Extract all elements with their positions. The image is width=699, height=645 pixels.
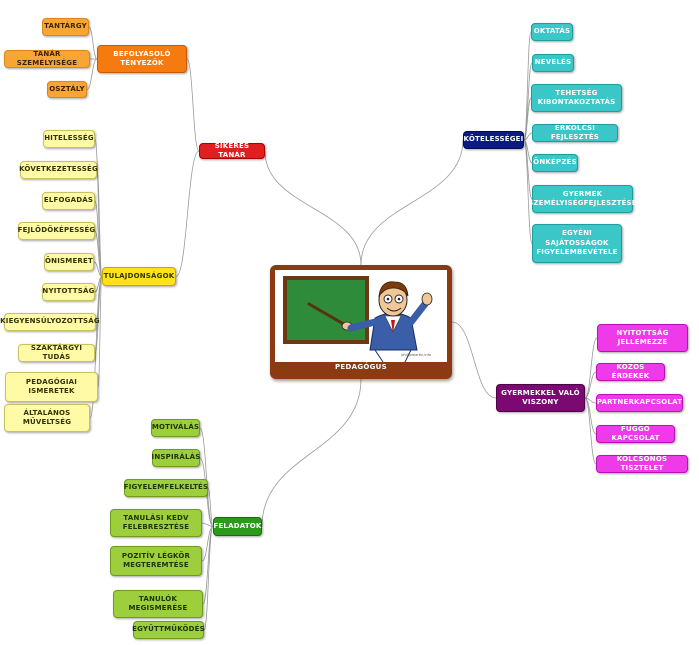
connector-line (584, 371, 597, 399)
item-tehetseg-kibontakoztatas[interactable]: TEHETSÉG KIBONTAKOZTATÁS (531, 84, 622, 112)
illustration-credit: phillipmartin.info (401, 353, 431, 357)
connector-line (207, 487, 214, 527)
connector-line (88, 26, 98, 60)
item-kozos-erdekek[interactable]: KÖZÖS ÉRDEKEK (596, 363, 665, 381)
connector-line (201, 522, 214, 527)
item-fejlodokepesseg[interactable]: FEJLŐDŐKÉPESSÉG (18, 222, 95, 240)
teacher-illustration: phillipmartin.info (275, 270, 447, 362)
connector-line (523, 97, 532, 141)
branch-befolyasolo-tenyezok[interactable]: BEFOLYÁSOLÓ TÉNYEZŐK (97, 45, 187, 73)
item-tanulasi-kedv[interactable]: TANULÁSI KEDV FELEBRESZTÉSE (110, 509, 202, 537)
item-kovetkezetesseg[interactable]: KÖVETKEZETESSÉG (19, 161, 98, 179)
connector-line (175, 150, 200, 277)
connector-line (523, 132, 533, 141)
item-kolcsonos-tisztelet[interactable]: KÖLCSÖNÖS TISZTELET (596, 455, 688, 473)
central-node-label: PEDAGÓGUS (334, 363, 387, 371)
connector-line (89, 276, 103, 419)
item-hitelesseg[interactable]: HITELESSÉG (43, 130, 95, 148)
connector-line (96, 169, 103, 277)
item-pedagogiai-ismeretek[interactable]: PEDAGÓGIAI ISMERETEK (5, 372, 98, 402)
item-egyuttmukodes[interactable]: EGYÜTTMŰKÖDÉS (132, 621, 205, 639)
item-szaktargyi-tudas[interactable]: SZAKTÁRGYI TUDÁS (18, 344, 95, 362)
item-nyitottsag-jellemezze[interactable]: NYITOTTSÁG JELLEMEZZE (597, 324, 688, 352)
item-osztaly[interactable]: OSZTÁLY (47, 81, 87, 98)
central-node-pedagogus[interactable]: phillipmartin.info PEDAGÓGUS (270, 265, 452, 379)
connector-line (523, 31, 532, 141)
connector-line (203, 526, 214, 631)
item-gyermek-szemelyisegfejlesztese[interactable]: GYERMEK SZEMÉLYISÉGFEJLESZTÉSE (528, 185, 637, 213)
item-elfogadas[interactable]: ELFOGADÁS (42, 192, 95, 210)
item-pozitiv-legkor[interactable]: POZITÍV LÉGKÖR MEGTEREMTÉSE (110, 546, 202, 576)
branch-feladatok[interactable]: FELADATOK (213, 517, 262, 536)
item-kiegyensulyozottsag[interactable]: KIEGYENSÚLYOZOTTSÁG (0, 313, 100, 331)
connector-line (523, 139, 533, 164)
connector-line (584, 397, 597, 465)
connector-line (451, 321, 497, 399)
branch-gyermekkel-valo-viszony[interactable]: GYERMEKKEL VALÓ VISZONY (496, 384, 585, 412)
item-tanulok-megismerese[interactable]: TANULÓK MEGISMERÉSE (113, 590, 203, 618)
item-tantargy[interactable]: TANTÁRGY (42, 18, 89, 36)
connector-line (186, 58, 200, 152)
item-onismeret[interactable]: ÖNISMERET (44, 253, 94, 271)
connector-line (584, 337, 598, 399)
connector-line (93, 261, 103, 277)
connector-line (94, 230, 103, 277)
branch-kotelessegei[interactable]: KÖTELESSÉGEI (463, 131, 524, 149)
connector-line (264, 150, 362, 266)
item-erkolcsi-fejlesztes[interactable]: ERKÖLCSI FEJLESZTÉS (532, 124, 618, 142)
item-fuggo-kapcsolat[interactable]: FÜGGŐ KAPCSOLAT (596, 425, 675, 443)
item-onkepzes[interactable]: ÖNKÉPZÉS (532, 154, 578, 172)
connector-line (97, 276, 103, 388)
item-motivalas[interactable]: MOTIVÁLÁS (151, 419, 200, 437)
branch-sikeres-tanar[interactable]: SIKERES TANÁR (199, 142, 265, 159)
connector-line (523, 139, 533, 244)
branch-tulajdonsagok[interactable]: TULAJDONSÁGOK (102, 267, 176, 286)
item-egyeni-sajatossagok[interactable]: EGYÉNI SAJÁTOSSÁGOK FIGYELEMBEVÉTELE (532, 224, 622, 263)
item-figyelemfelkeltes[interactable]: FIGYELEMFELKELTÉS (124, 479, 208, 497)
item-partnerkapcsolat[interactable]: PARTNERKAPCSOLAT (596, 394, 683, 412)
connector-line (360, 139, 464, 266)
connector-line (86, 58, 98, 90)
item-altalanos-muveltseg[interactable]: ÁLTALÁNOS MŰVELTSÉG (4, 404, 90, 432)
connector-line (523, 139, 533, 200)
item-tanar-szemelyisege[interactable]: TANÁR SZEMÉLYISÉGE (4, 50, 90, 68)
item-neveles[interactable]: NEVELÉS (532, 54, 574, 72)
connector-line (261, 378, 362, 527)
item-nyitottsag[interactable]: NYITOTTSÁG (42, 283, 95, 301)
item-inspiralas[interactable]: INSPIRÁLÁS (152, 449, 200, 467)
item-oktatas[interactable]: OKTATÁS (531, 23, 573, 41)
